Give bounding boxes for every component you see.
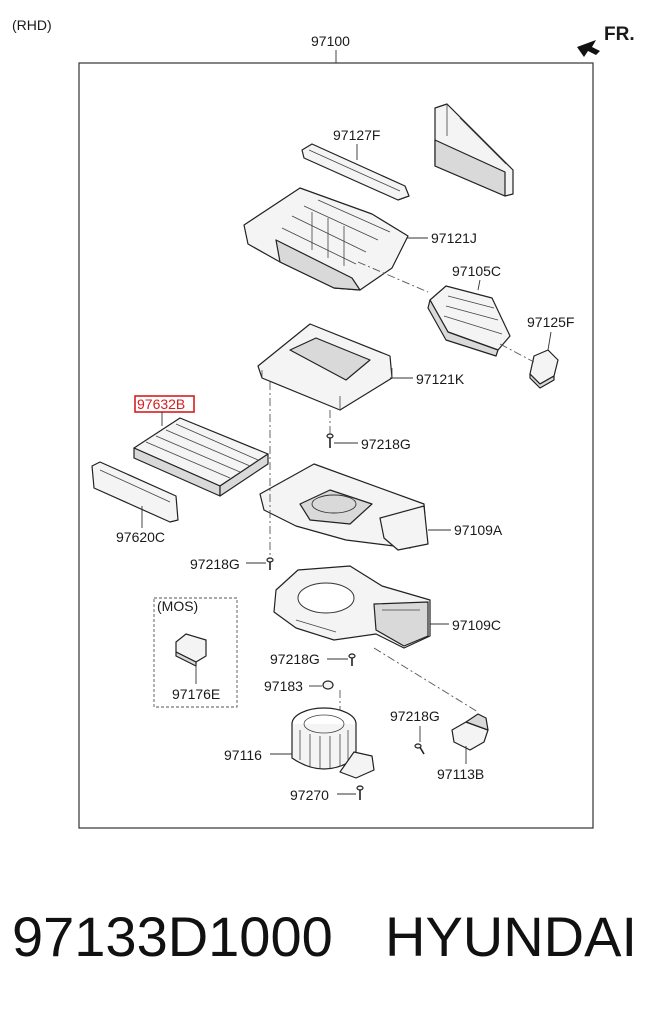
label-97632b: 97632B	[137, 396, 185, 412]
actuator-97125f	[529, 349, 559, 389]
resistor-97176e	[175, 633, 207, 667]
front-label: FR.	[604, 24, 635, 45]
label-97121j: 97121J	[431, 230, 477, 246]
mos-box	[153, 597, 238, 708]
label-97218g-c: 97218G	[270, 651, 320, 667]
screw-97218g-a	[326, 433, 334, 448]
label-97218g-a: 97218G	[361, 436, 411, 452]
frame-97121k	[257, 323, 393, 411]
screw-97218g-d	[414, 743, 425, 755]
label-97121k: 97121K	[416, 371, 465, 387]
screw-97270	[356, 785, 364, 800]
label-97218g-b: 97218G	[190, 556, 240, 572]
highlight-box-97632b	[134, 395, 195, 413]
label-97113b: 97113B	[437, 766, 484, 782]
resistor-97113b	[451, 713, 489, 751]
screw-97218g-b	[266, 557, 274, 570]
cabin-air-filter-97632b	[133, 417, 269, 497]
upper-case-97121j	[243, 187, 409, 291]
filter-cover-97620c	[91, 461, 179, 523]
label-97620c: 97620C	[116, 529, 165, 545]
blower-motor-97116	[291, 707, 375, 779]
label-97105c: 97105C	[452, 263, 501, 279]
label-97270: 97270	[290, 787, 329, 803]
parts-diagram: (RHD) FR. 97100 97127F 97121J 97105C 971…	[12, 17, 635, 829]
brand-name: HYUNDAI	[385, 905, 638, 968]
label-97125f: 97125F	[527, 314, 574, 330]
variant-label: (RHD)	[12, 17, 52, 33]
footer: 97133D1000 HYUNDAI	[0, 895, 651, 985]
mos-label: (MOS)	[157, 598, 198, 614]
diagram-svg: (RHD) FR. 97100 97127F 97121J 97105C 971…	[12, 17, 635, 829]
label-97109c: 97109C	[452, 617, 501, 633]
assembly-label: 97100	[311, 33, 350, 49]
clip-97183	[322, 680, 334, 690]
label-97127f: 97127F	[333, 127, 380, 143]
screw-97218g-c	[348, 653, 356, 666]
label-97109a: 97109A	[454, 522, 503, 538]
gasket-97127f	[301, 143, 410, 201]
duct-cover	[434, 103, 514, 197]
label-97176e: 97176E	[172, 686, 220, 702]
part-number: 97133D1000	[12, 905, 333, 968]
front-arrow-icon	[577, 40, 600, 57]
blower-case-lower-97109c	[273, 565, 431, 649]
label-97218g-d: 97218G	[390, 708, 440, 724]
assembly-frame	[78, 62, 594, 829]
filter-housing-97105c	[427, 285, 511, 357]
label-97183: 97183	[264, 678, 303, 694]
label-97116: 97116	[224, 747, 262, 763]
blower-case-upper-97109a	[259, 463, 429, 551]
